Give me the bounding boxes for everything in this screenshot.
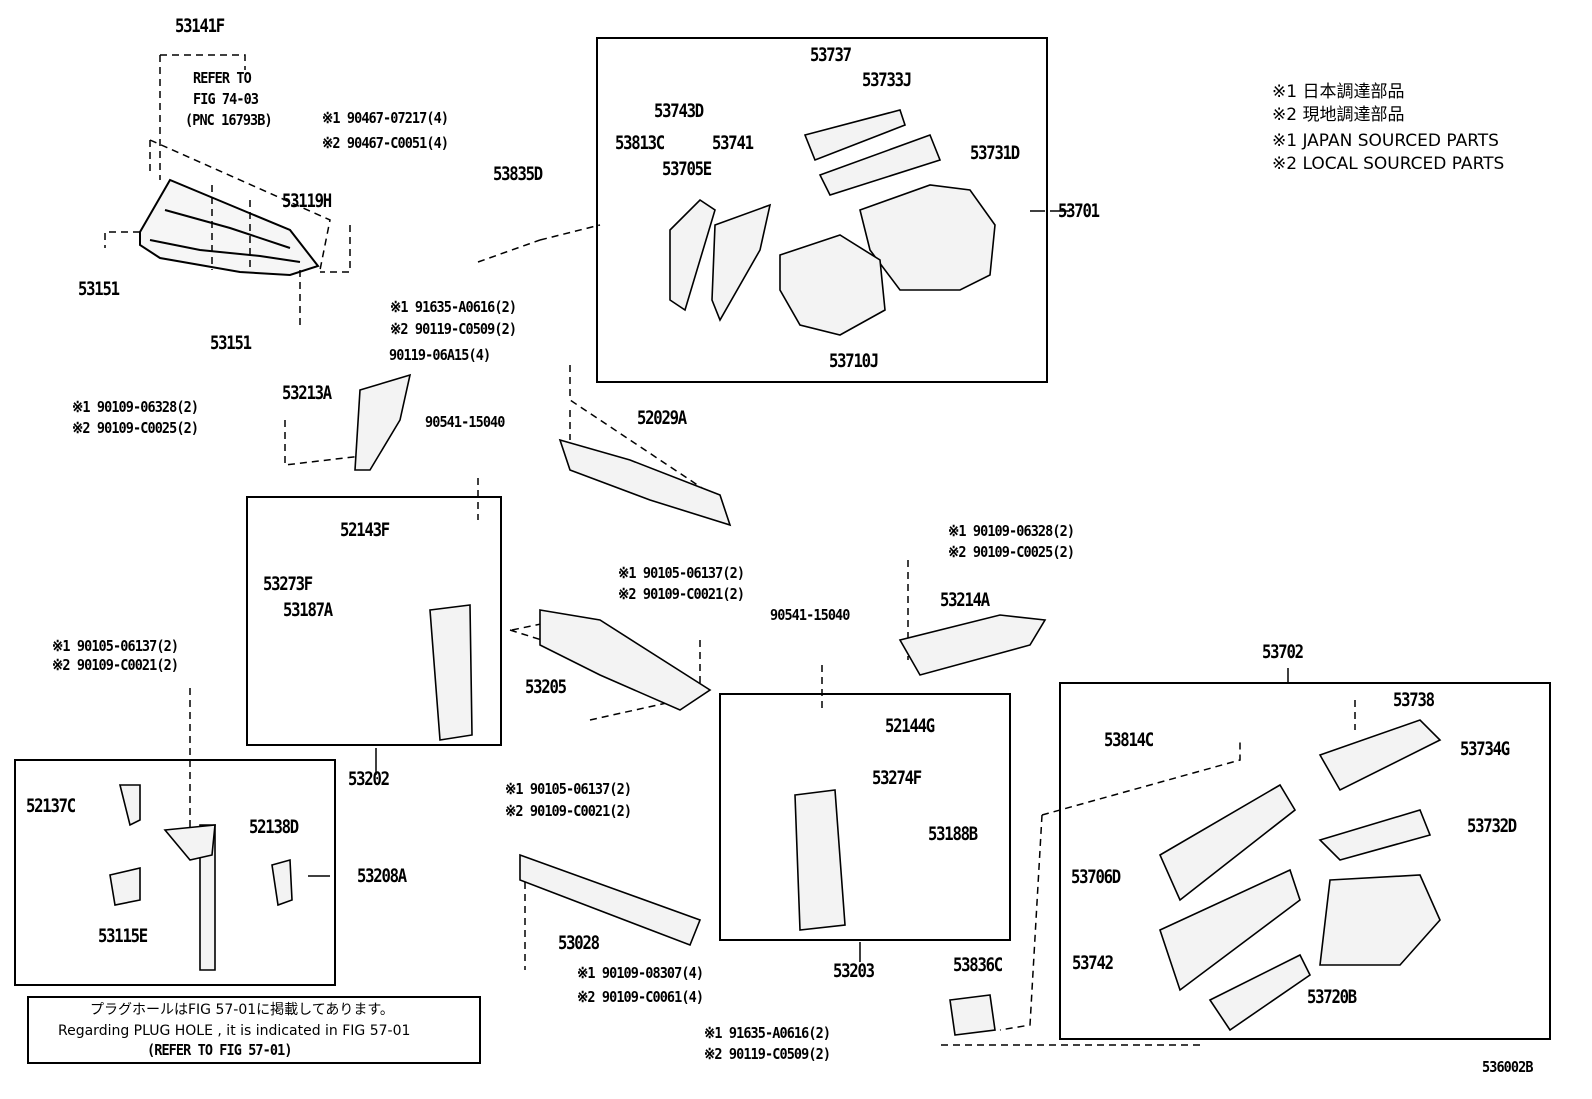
part-53720B[interactable]: 53720B	[1307, 986, 1357, 1008]
bolt-label-6b[interactable]: ※2 90109-C0021(2)	[52, 656, 179, 674]
part-52137C[interactable]: 52137C	[26, 795, 76, 817]
part-53273F[interactable]: 53273F	[263, 573, 313, 595]
bolt-label-7b[interactable]: ※2 90109-C0021(2)	[505, 802, 632, 820]
bolt-label-2a[interactable]: ※1 91635-A0616(2)	[390, 298, 517, 316]
figure-id: 536002B	[1482, 1058, 1534, 1076]
part-90119-06A15[interactable]: 90119-06A15(4)	[389, 346, 491, 364]
part-53732D[interactable]: 53732D	[1467, 815, 1517, 837]
legend-line-2: ※2 現地調達部品	[1272, 105, 1405, 125]
bolt-label-2b[interactable]: ※2 90119-C0509(2)	[390, 320, 517, 338]
bolt-label-9b[interactable]: ※2 90119-C0509(2)	[704, 1045, 831, 1063]
part-53814C[interactable]: 53814C	[1104, 729, 1154, 751]
part-53187A[interactable]: 53187A	[283, 599, 333, 621]
part-90541-15040-a[interactable]: 90541-15040	[425, 413, 505, 431]
bolt-label-5a[interactable]: ※1 90105-06137(2)	[618, 564, 745, 582]
note-refer[interactable]: (REFER TO FIG 57-01)	[147, 1041, 292, 1059]
part-53202[interactable]: 53202	[348, 768, 390, 790]
refer-line-3: (PNC 16793B)	[185, 111, 273, 129]
bolt-label-3a[interactable]: ※1 90109-06328(2)	[72, 398, 199, 416]
part-52144G[interactable]: 52144G	[885, 715, 935, 737]
part-53205[interactable]: 53205	[525, 676, 567, 698]
part-53835D[interactable]: 53835D	[493, 163, 543, 185]
part-53705E[interactable]: 53705E	[662, 158, 712, 180]
part-53701[interactable]: 53701	[1058, 200, 1100, 222]
part-53151-a[interactable]: 53151	[78, 278, 120, 300]
note-japanese: プラグホールはFIG 57-01に掲載してあります。	[90, 1002, 394, 1018]
part-53028[interactable]: 53028	[558, 932, 600, 954]
part-53141F[interactable]: 53141F	[175, 15, 225, 37]
part-53742[interactable]: 53742	[1072, 952, 1114, 974]
part-53734G[interactable]: 53734G	[1460, 738, 1510, 760]
part-52143F[interactable]: 52143F	[340, 519, 390, 541]
bolt-label-8b[interactable]: ※2 90109-C0061(4)	[577, 988, 704, 1006]
solid-leaders	[308, 210, 1289, 962]
bolt-label-4b[interactable]: ※2 90109-C0025(2)	[948, 543, 1075, 561]
bolt-label-1b[interactable]: ※2 90467-C0051(4)	[322, 134, 449, 152]
part-53738[interactable]: 53738	[1393, 689, 1435, 711]
part-52138D[interactable]: 52138D	[249, 816, 299, 838]
part-53203[interactable]: 53203	[833, 960, 875, 982]
legend-line-4: ※2 LOCAL SOURCED PARTS	[1272, 154, 1505, 174]
part-53710J[interactable]: 53710J	[829, 350, 879, 372]
part-53274F[interactable]: 53274F	[872, 767, 922, 789]
part-90541-15040-b[interactable]: 90541-15040	[770, 606, 850, 624]
bolt-label-7a[interactable]: ※1 90105-06137(2)	[505, 780, 632, 798]
part-52029A[interactable]: 52029A	[637, 407, 687, 429]
part-53214A[interactable]: 53214A	[940, 589, 990, 611]
bolt-label-3b[interactable]: ※2 90109-C0025(2)	[72, 419, 199, 437]
part-53741[interactable]: 53741	[712, 132, 754, 154]
part-53119H[interactable]: 53119H	[282, 190, 332, 212]
part-53208A[interactable]: 53208A	[357, 865, 407, 887]
bolt-label-8a[interactable]: ※1 90109-08307(4)	[577, 964, 704, 982]
part-53188B[interactable]: 53188B	[928, 823, 978, 845]
part-53115E[interactable]: 53115E	[98, 925, 148, 947]
bolt-label-9a[interactable]: ※1 91635-A0616(2)	[704, 1024, 831, 1042]
bolt-label-6a[interactable]: ※1 90105-06137(2)	[52, 637, 179, 655]
part-53706D[interactable]: 53706D	[1071, 866, 1121, 888]
refer-line-2: FIG 74-03	[193, 90, 259, 108]
leader-lines	[104, 54, 1356, 1046]
bolt-label-1a[interactable]: ※1 90467-07217(4)	[322, 109, 449, 127]
refer-line-1: REFER TO	[193, 69, 252, 87]
part-53813C[interactable]: 53813C	[615, 132, 665, 154]
part-53743D[interactable]: 53743D	[654, 100, 704, 122]
part-53731D[interactable]: 53731D	[970, 142, 1020, 164]
legend-line-1: ※1 日本調達部品	[1272, 82, 1405, 102]
bolt-label-5b[interactable]: ※2 90109-C0021(2)	[618, 585, 745, 603]
part-sketches	[109, 109, 1442, 1036]
legend-line-3: ※1 JAPAN SOURCED PARTS	[1272, 131, 1499, 151]
part-53836C[interactable]: 53836C	[953, 954, 1003, 976]
radiator-support-upper-drawing	[139, 178, 320, 277]
note-english: Regarding PLUG HOLE , it is indicated in…	[58, 1023, 411, 1039]
part-53702[interactable]: 53702	[1262, 641, 1304, 663]
part-53733J[interactable]: 53733J	[862, 69, 912, 91]
part-53151-b[interactable]: 53151	[210, 332, 252, 354]
part-53737[interactable]: 53737	[810, 44, 852, 66]
part-53213A[interactable]: 53213A	[282, 382, 332, 404]
bolt-label-4a[interactable]: ※1 90109-06328(2)	[948, 522, 1075, 540]
